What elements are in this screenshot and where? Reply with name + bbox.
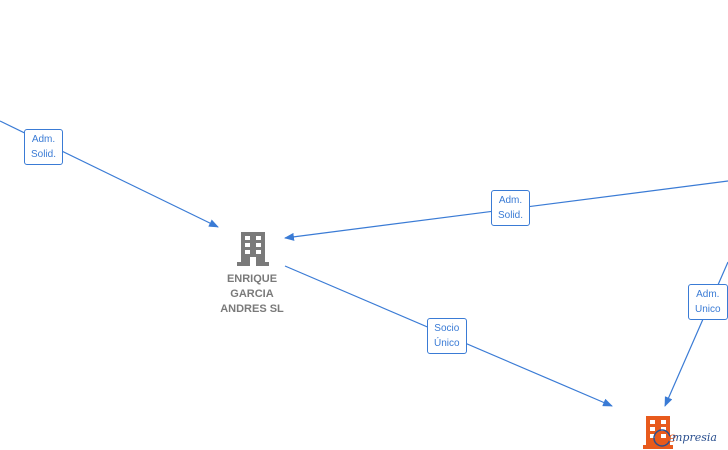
building-icon[interactable] [237, 232, 269, 266]
node-label-line: ANDRES SL [220, 303, 284, 315]
edge-label-line: Adm. [696, 289, 720, 300]
edge-label-line: Adm. [31, 134, 56, 145]
edge-label-line: Unico [695, 304, 721, 315]
edge-label-line: Adm. [498, 195, 523, 206]
edge-label-socio-unico[interactable]: Socio Único [427, 318, 467, 354]
edge-label-adm-unico[interactable]: Adm. Unico [688, 284, 728, 320]
empresia-logo-icon: e [643, 416, 676, 449]
edge-label-line: Solid. [31, 149, 57, 160]
edge-label-line: Solid. [498, 210, 524, 221]
edge-label-line: Único [434, 338, 460, 349]
edge-label-adm-solid-left[interactable]: Adm. Solid. [24, 129, 64, 165]
node-label-line: GARCIA [230, 288, 274, 300]
node-label-enrique-garcia-andres-sl[interactable]: ENRIQUE GARCIA ANDRES SL [207, 272, 297, 317]
watermark-text: mpresia [672, 431, 717, 444]
svg-text:e: e [668, 430, 676, 446]
edge-label-adm-solid-right[interactable]: Adm. Solid. [491, 190, 531, 226]
node-label-line: ENRIQUE [226, 273, 278, 285]
edge-label-line: Socio [434, 323, 460, 334]
